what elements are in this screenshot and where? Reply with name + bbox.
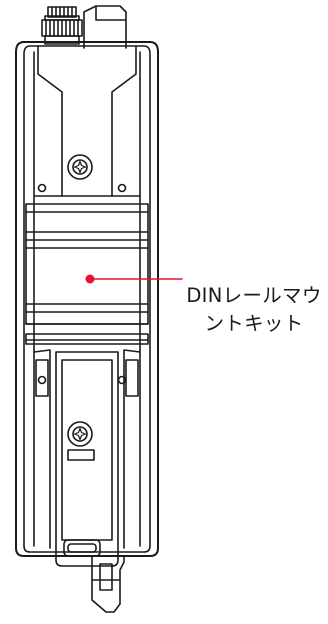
top-bracket (83, 5, 127, 49)
callout-label-line-2: ントキット (204, 312, 304, 335)
antenna-connector (41, 6, 83, 45)
callout-marker (85, 274, 95, 284)
device-housing (15, 41, 159, 557)
bottom-terminal (91, 555, 125, 613)
callout-label-line-1: DINレールマウ (186, 284, 322, 307)
upper-screw (67, 154, 93, 180)
din-rail-mount (25, 203, 149, 325)
lower-screw (67, 421, 93, 447)
upper-plate (33, 45, 141, 197)
lower-clip (25, 333, 149, 567)
callout-label: DINレールマウ ントキット (182, 282, 326, 338)
